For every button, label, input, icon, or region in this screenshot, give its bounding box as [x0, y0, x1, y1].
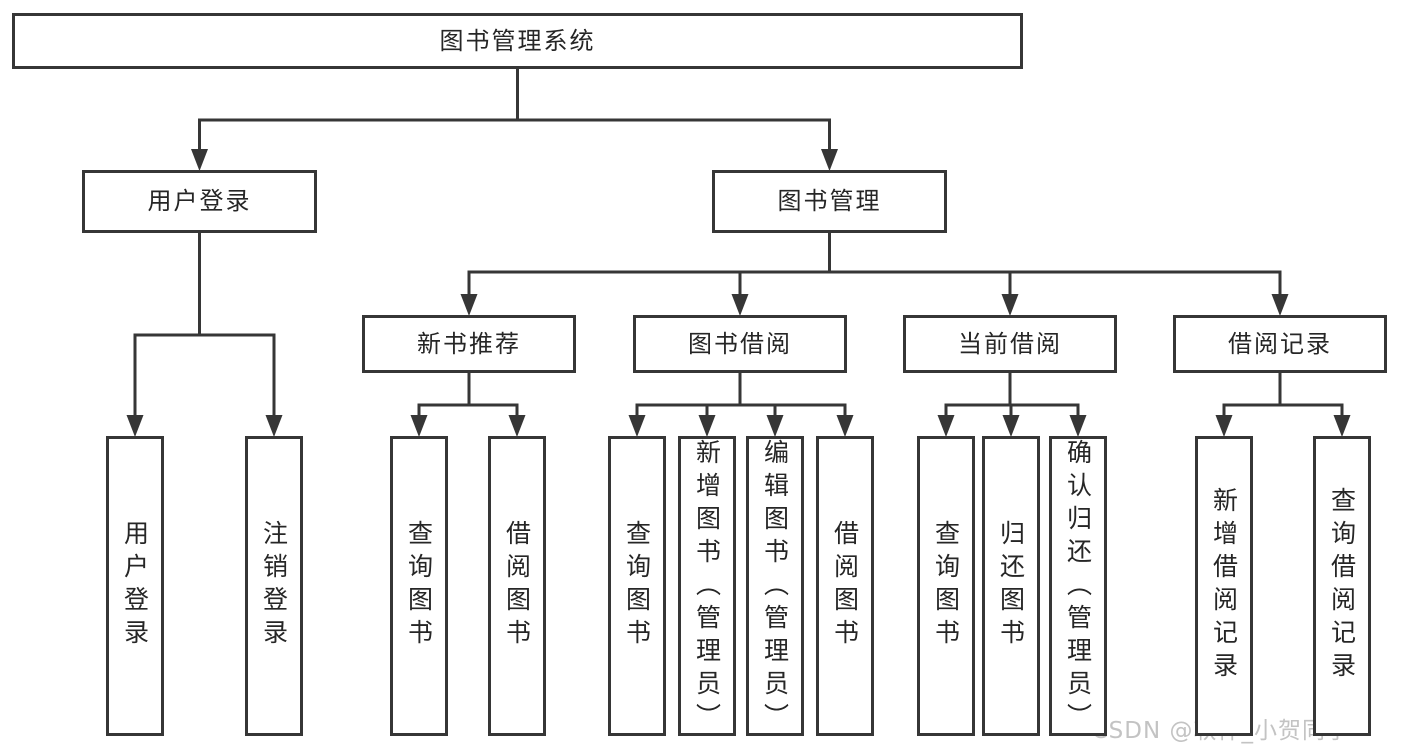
- arrowhead-icon: [937, 415, 955, 437]
- node-leaf-cb-return: 归还图书: [982, 436, 1040, 736]
- arrowhead-icon: [1215, 415, 1233, 437]
- node-user-login: 用户登录: [82, 170, 317, 233]
- node-borrow-records: 借阅记录: [1173, 315, 1387, 373]
- node-leaf-logout: 注销登录: [245, 436, 303, 736]
- arrowhead-icon: [126, 415, 144, 437]
- node-leaf-br-query: 查询借阅记录: [1313, 436, 1371, 736]
- node-label: 图书借阅: [688, 329, 792, 358]
- node-label: 查询借阅记录: [1327, 487, 1357, 685]
- arrowhead-icon: [191, 149, 208, 171]
- node-leaf-bb-query: 查询图书: [608, 436, 666, 736]
- arrowhead-icon: [766, 415, 784, 437]
- node-label: 当前借阅: [958, 329, 1062, 358]
- node-label: 借阅记录: [1228, 329, 1332, 358]
- node-leaf-nbr-query: 查询图书: [390, 436, 448, 736]
- node-label: 查询图书: [931, 520, 961, 652]
- arrowhead-icon: [508, 415, 526, 437]
- node-book-mgmt: 图书管理: [712, 170, 947, 233]
- node-label: 图书管理: [777, 187, 882, 216]
- node-label: 借阅图书: [502, 520, 532, 652]
- arrowhead-icon: [1001, 294, 1019, 316]
- arrowhead-icon: [265, 415, 283, 437]
- node-leaf-nbr-borrow: 借阅图书: [488, 436, 546, 736]
- arrowhead-icon: [836, 415, 854, 437]
- node-leaf-bb-edit: 编辑图书（管理员）: [746, 436, 804, 736]
- node-leaf-bb-borrow: 借阅图书: [816, 436, 874, 736]
- node-label: 用户登录: [147, 187, 252, 216]
- node-label: 新书推荐: [417, 329, 521, 358]
- node-label: 借阅图书: [830, 520, 860, 652]
- node-root: 图书管理系统: [12, 13, 1023, 69]
- node-label: 编辑图书（管理员）: [760, 439, 790, 736]
- arrowhead-icon: [1333, 415, 1351, 437]
- node-new-book-rec: 新书推荐: [362, 315, 576, 373]
- arrowhead-icon: [731, 294, 749, 316]
- node-label: 新增借阅记录: [1209, 487, 1239, 685]
- node-current-borrow: 当前借阅: [903, 315, 1117, 373]
- node-label: 新增图书（管理员）: [692, 439, 722, 736]
- node-leaf-cb-confirm: 确认归还（管理员）: [1049, 436, 1107, 736]
- node-label: 图书管理系统: [439, 26, 596, 55]
- arrowhead-icon: [1271, 294, 1289, 316]
- node-label: 确认归还（管理员）: [1063, 439, 1093, 736]
- node-book-borrow: 图书借阅: [633, 315, 847, 373]
- arrowhead-icon: [460, 294, 478, 316]
- node-label: 查询图书: [404, 520, 434, 652]
- arrowhead-icon: [410, 415, 428, 437]
- node-label: 归还图书: [996, 520, 1026, 652]
- node-leaf-user-login: 用户登录: [106, 436, 164, 736]
- node-leaf-br-add: 新增借阅记录: [1195, 436, 1253, 736]
- node-label: 查询图书: [622, 520, 652, 652]
- node-label: 用户登录: [120, 520, 150, 652]
- arrowhead-icon: [821, 149, 838, 171]
- arrowhead-icon: [698, 415, 716, 437]
- arrowhead-icon: [1002, 415, 1020, 437]
- node-leaf-cb-query: 查询图书: [917, 436, 975, 736]
- arrowhead-icon: [628, 415, 646, 437]
- node-leaf-bb-add: 新增图书（管理员）: [678, 436, 736, 736]
- node-label: 注销登录: [259, 520, 289, 652]
- arrowhead-icon: [1069, 415, 1087, 437]
